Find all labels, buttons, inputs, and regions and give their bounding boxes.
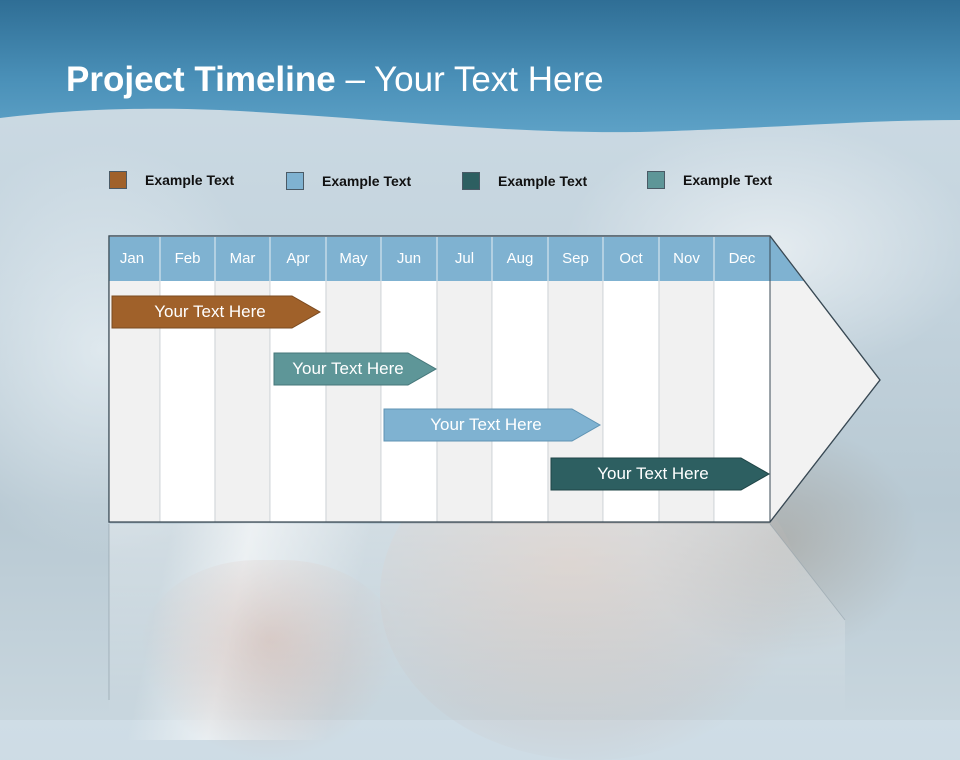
title-rest: – Your Text Here: [335, 60, 604, 99]
page-title: Project Timeline – Your Text Here: [66, 60, 604, 100]
timeline-reflection: [109, 524, 845, 720]
month-jun: Jun: [396, 250, 422, 267]
month-sep: Sep: [562, 250, 589, 267]
month-jan: Jan: [119, 250, 145, 267]
legend-swatch-1: [109, 171, 127, 189]
month-column: [108, 236, 161, 523]
month-aug: Aug: [506, 250, 534, 267]
month-header-dividers: [159, 237, 715, 281]
legend-label-1: Example Text: [145, 172, 235, 188]
month-jul: Jul: [454, 250, 475, 267]
timeline-bar-3: [383, 408, 602, 442]
bar-label-2: Your Text Here: [292, 359, 404, 378]
bar-label-4: Your Text Here: [597, 464, 709, 483]
bar-label-3: Your Text Here: [430, 415, 542, 434]
month-column: [436, 236, 493, 523]
legend-swatch-3: [462, 172, 480, 190]
timeline-bar-1: [111, 295, 322, 329]
legend-swatch-2: [286, 172, 304, 190]
month-column: [214, 236, 271, 523]
legend-label-2: Example Text: [322, 173, 412, 189]
bar-label-1: Your Text Here: [154, 302, 266, 321]
legend-label-3: Example Text: [498, 173, 588, 189]
month-column: [491, 236, 549, 523]
month-apr: Apr: [286, 250, 310, 267]
month-column: [159, 236, 216, 523]
month-oct: Oct: [619, 250, 643, 267]
month-mar: Mar: [229, 250, 256, 267]
month-feb: Feb: [174, 250, 201, 267]
title-main: Project Timeline: [66, 60, 336, 99]
timeline-bar-4: [550, 457, 771, 491]
legend-label-4: Example Text: [683, 172, 773, 188]
header-banner: [0, 0, 960, 133]
timeline-bar-2: [273, 352, 438, 386]
month-may: May: [339, 250, 368, 267]
legend-swatch-4: [647, 171, 665, 189]
month-nov: Nov: [673, 250, 700, 267]
month-dec: Dec: [728, 250, 756, 267]
timeline-diagram: [108, 235, 881, 720]
month-header-band: [109, 237, 770, 281]
